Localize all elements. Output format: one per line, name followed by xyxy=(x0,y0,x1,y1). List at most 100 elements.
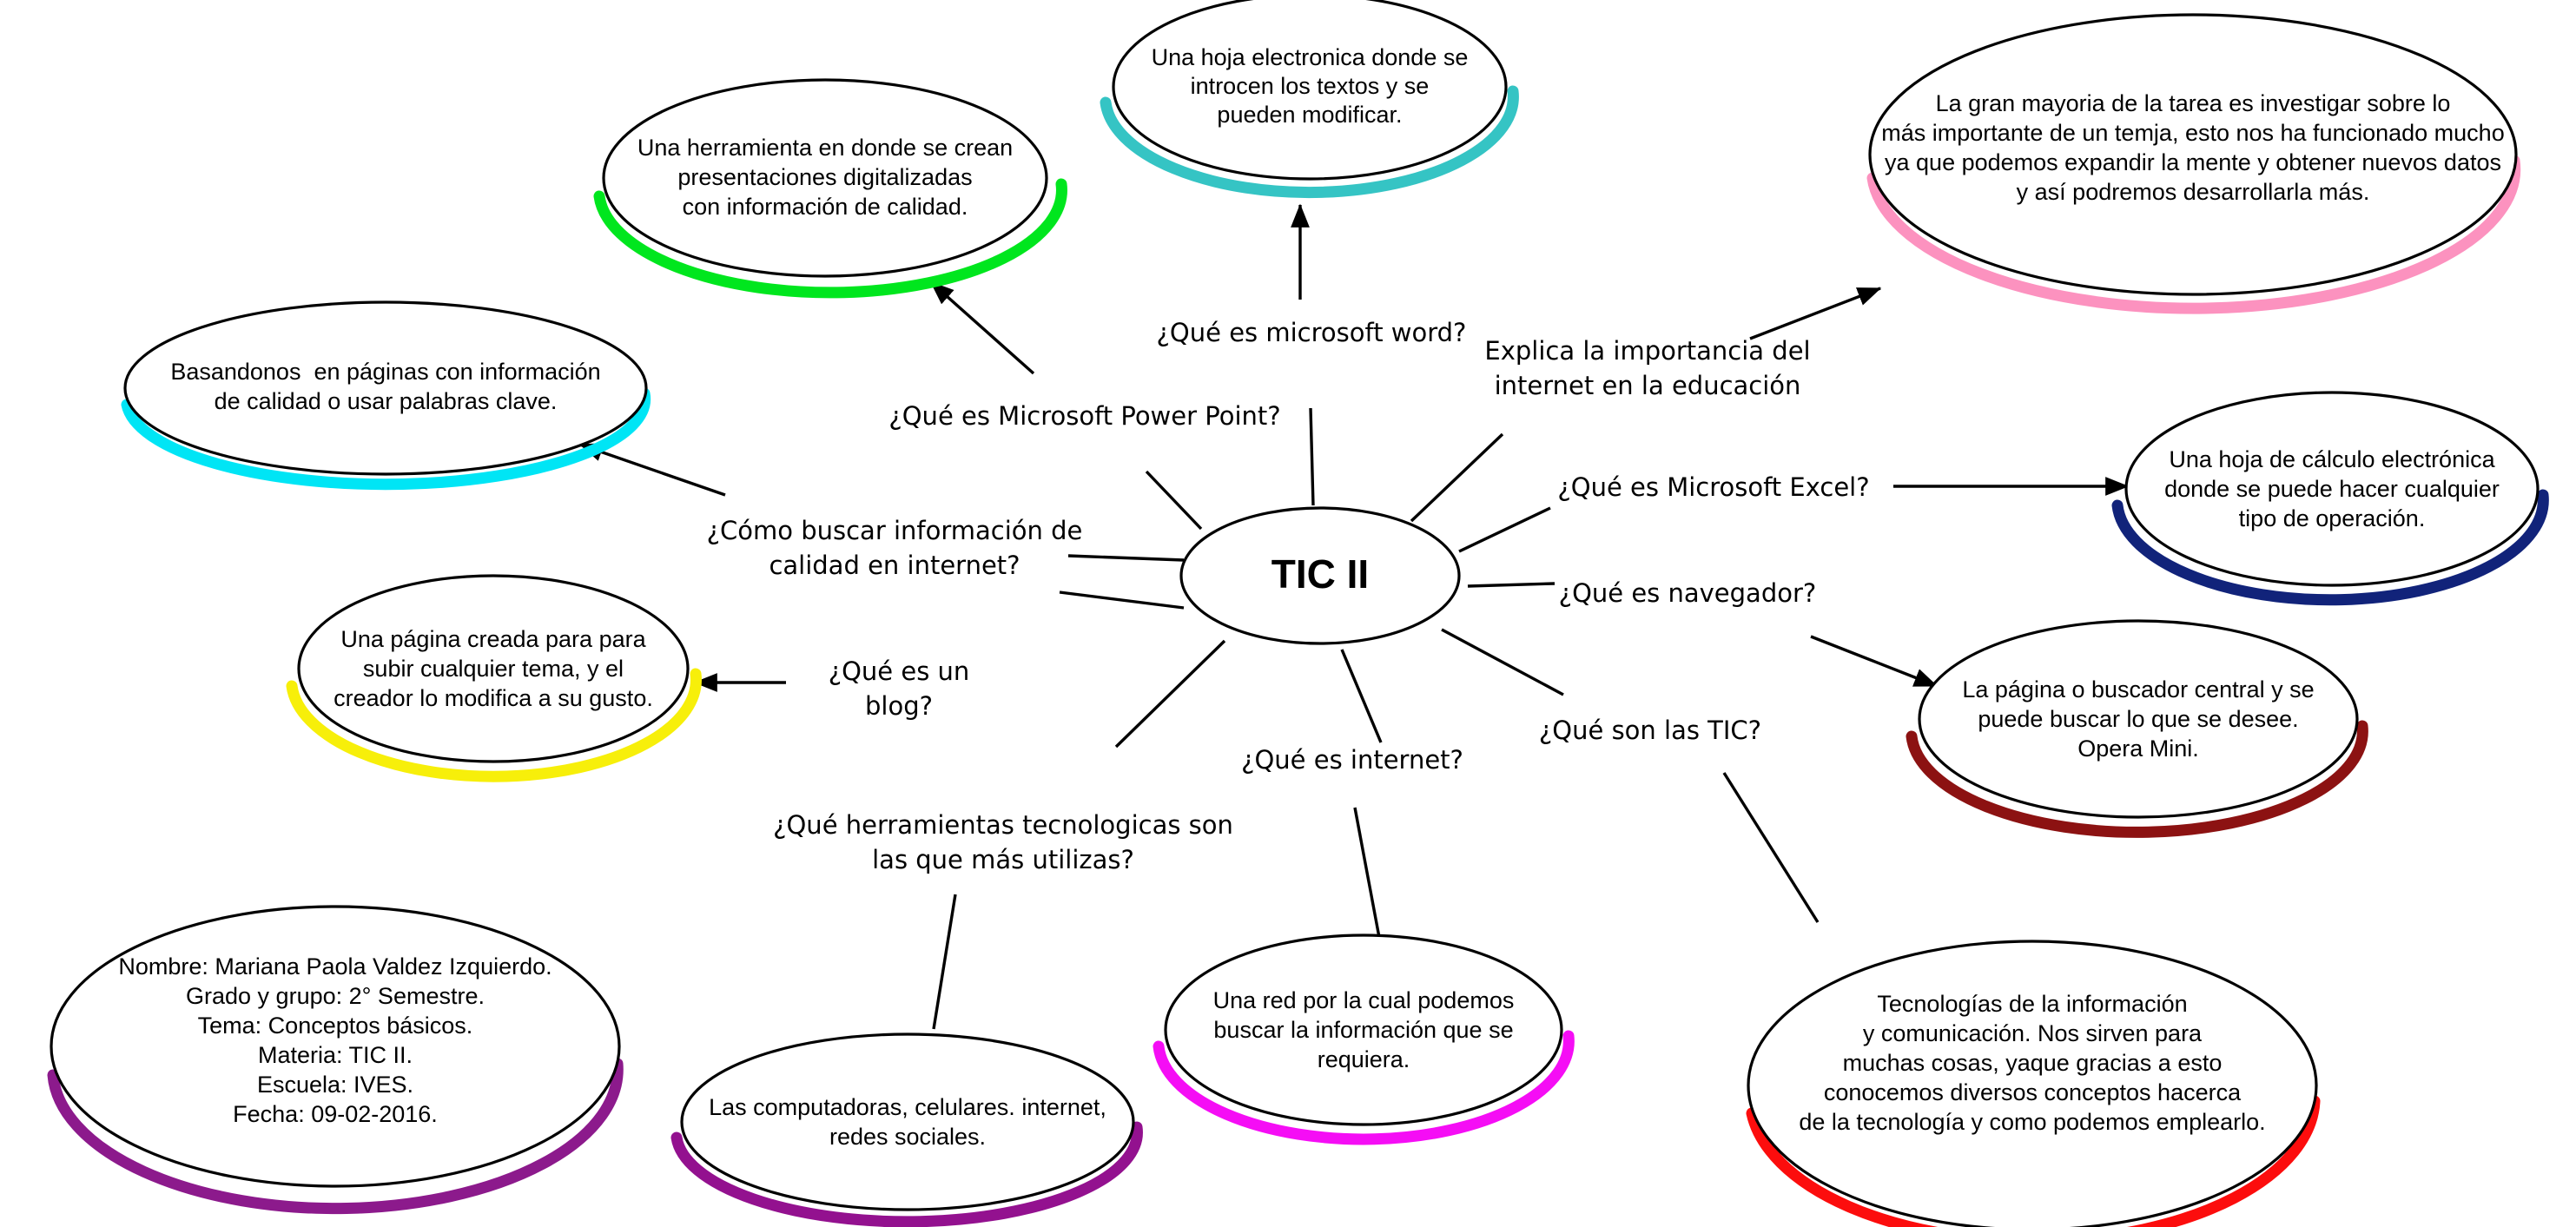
question-label: ¿Cómo buscar información de xyxy=(707,516,1083,545)
node-label: Las computadoras, celulares. internet, xyxy=(709,1094,1106,1120)
node-label: con información de calidad. xyxy=(683,194,968,220)
node-shadow xyxy=(47,1058,624,1215)
question-label: internet en la educación xyxy=(1495,371,1801,400)
node-label: Tecnologías de la información xyxy=(1877,991,2187,1017)
node-ellipse xyxy=(1747,940,2318,1227)
node-label: La gran mayoria de la tarea es investiga… xyxy=(1936,90,2451,116)
link-buscar-info-answer xyxy=(578,443,726,497)
spoke-internet xyxy=(1340,649,1383,743)
question-navegador[interactable]: ¿Qué es navegador? xyxy=(1559,578,1817,608)
node-tic-answer[interactable]: Tecnologías de la información y comunica… xyxy=(1746,940,2321,1227)
node-shadow xyxy=(121,387,651,491)
question-powerpoint[interactable]: ¿Qué es Microsoft Power Point? xyxy=(888,401,1280,431)
spoke-blog xyxy=(1059,590,1185,610)
node-label: de calidad o usar palabras clave. xyxy=(215,388,558,414)
question-label: calidad en internet? xyxy=(769,551,1020,580)
hub-ellipse xyxy=(1179,506,1461,645)
question-tic[interactable]: ¿Qué son las TIC? xyxy=(1539,716,1761,745)
node-label: de la tecnología y como podemos emplearl… xyxy=(1799,1109,2265,1135)
node-label: Una hoja de cálculo electrónica xyxy=(2169,446,2495,472)
node-label: donde se puede hacer cualquier xyxy=(2164,476,2500,502)
spoke-navegador xyxy=(1467,582,1556,588)
question-labels: ¿Qué es Microsoft Power Point? ¿Qué es m… xyxy=(707,318,1870,874)
node-label: Una red por la cual podemos xyxy=(1213,987,1515,1013)
node-word-answer[interactable]: Una hoja electronica donde se introcen l… xyxy=(1100,0,1519,199)
node-buscar-info-answer[interactable]: Basandonos en páginas con información de… xyxy=(121,300,651,491)
question-word[interactable]: ¿Qué es microsoft word? xyxy=(1157,318,1467,347)
node-shadow xyxy=(286,668,702,782)
node-label: requiera. xyxy=(1318,1046,1410,1072)
question-label: ¿Qué es un xyxy=(829,656,970,686)
node-label: Materia: TIC II. xyxy=(258,1042,413,1068)
node-ellipse xyxy=(1164,933,1563,1126)
node-ellipse xyxy=(50,905,621,1188)
node-shadow xyxy=(593,178,1067,299)
node-ellipse xyxy=(602,78,1048,278)
node-ellipse xyxy=(297,574,690,763)
node-ellipse xyxy=(1918,619,2359,819)
question-label: ¿Qué es Microsoft Power Point? xyxy=(888,401,1280,431)
node-label: Basandonos en páginas con información xyxy=(170,359,600,385)
question-label: blog? xyxy=(865,691,933,721)
link-internet-educacion-answer xyxy=(1749,287,1882,340)
node-label: y así podremos desarrollarla más. xyxy=(2017,179,2370,205)
node-shadow xyxy=(1866,155,2521,314)
answer-links xyxy=(578,203,2130,1030)
node-label: redes sociales. xyxy=(829,1124,986,1150)
node-label: Opera Mini. xyxy=(2077,736,2199,762)
link-herramientas-answer xyxy=(932,894,957,1030)
link-powerpoint-answer xyxy=(929,280,1035,375)
node-powerpoint-answer[interactable]: Una herramienta en donde se crean presen… xyxy=(593,78,1067,299)
question-label: ¿Qué es internet? xyxy=(1241,745,1463,775)
question-internet[interactable]: ¿Qué es internet? xyxy=(1241,745,1463,775)
question-label: las que más utilizas? xyxy=(872,845,1134,874)
node-label: Una hoja electronica donde se xyxy=(1152,44,1469,70)
node-internet-educacion-answer[interactable]: La gran mayoria de la tarea es investiga… xyxy=(1866,13,2521,314)
node-ellipse xyxy=(1868,13,2518,296)
node-label: subir cualquier tema, y el xyxy=(363,656,624,682)
node-ellipse xyxy=(123,300,648,476)
center-hub[interactable]: TIC II xyxy=(1179,506,1461,645)
node-internet-answer[interactable]: Una red por la cual podemos buscar la in… xyxy=(1153,933,1575,1145)
question-herramientas[interactable]: ¿Qué herramientas tecnologicas son las q… xyxy=(773,810,1233,874)
node-label: y comunicación. Nos sirven para xyxy=(1863,1020,2203,1046)
question-label: ¿Qué son las TIC? xyxy=(1539,716,1761,745)
hub-label: TIC II xyxy=(1271,551,1369,597)
question-label: ¿Qué herramientas tecnologicas son xyxy=(773,810,1233,840)
spoke-word xyxy=(1309,407,1315,506)
node-label: más importante de un temja, esto nos ha … xyxy=(1881,120,2504,146)
spoke-herramientas xyxy=(1114,639,1226,749)
node-label: Una página creada para para xyxy=(340,626,646,652)
node-ellipse xyxy=(2124,391,2540,587)
node-label: Escuela: IVES. xyxy=(257,1072,413,1098)
node-shadow xyxy=(1100,85,1519,199)
node-excel-answer[interactable]: Una hoja de cálculo electrónica donde se… xyxy=(2111,391,2549,606)
node-label: tipo de operación. xyxy=(2239,505,2426,531)
question-excel[interactable]: ¿Qué es Microsoft Excel? xyxy=(1557,472,1869,502)
spoke-powerpoint xyxy=(1145,470,1203,531)
question-buscar-info[interactable]: ¿Cómo buscar información de calidad en i… xyxy=(707,516,1083,580)
node-label: buscar la información que se xyxy=(1213,1017,1513,1043)
question-label: ¿Qué es Microsoft Excel? xyxy=(1557,472,1869,502)
link-navegador-answer xyxy=(1810,635,1939,688)
node-shadow xyxy=(1746,1095,2321,1227)
spoke-buscar-info xyxy=(1067,554,1185,562)
question-blog[interactable]: ¿Qué es un blog? xyxy=(829,656,970,721)
node-student-info[interactable]: Nombre: Mariana Paola Valdez Izquierdo. … xyxy=(47,905,624,1215)
node-shadow xyxy=(2111,489,2549,606)
spoke-tic xyxy=(1441,628,1564,696)
node-label: creador lo modifica a su gusto. xyxy=(334,685,653,711)
question-label: ¿Qué es navegador? xyxy=(1559,578,1817,608)
node-shadow xyxy=(1906,720,2368,838)
link-tic-answer xyxy=(1722,772,1820,923)
question-internet-educacion[interactable]: Explica la importancia del internet en l… xyxy=(1484,336,1810,400)
node-ellipse xyxy=(1112,0,1508,181)
node-label: ya que podemos expandir la mente y obten… xyxy=(1885,149,2501,175)
node-herramientas-answer[interactable]: Las computadoras, celulares. internet, r… xyxy=(670,1032,1143,1227)
node-label: puede buscar lo que se desee. xyxy=(1978,706,2298,732)
node-blog-answer[interactable]: Una página creada para para subir cualqu… xyxy=(286,574,702,782)
node-shadow xyxy=(670,1121,1143,1227)
node-navegador-answer[interactable]: La página o buscador central y se puede … xyxy=(1906,619,2368,838)
